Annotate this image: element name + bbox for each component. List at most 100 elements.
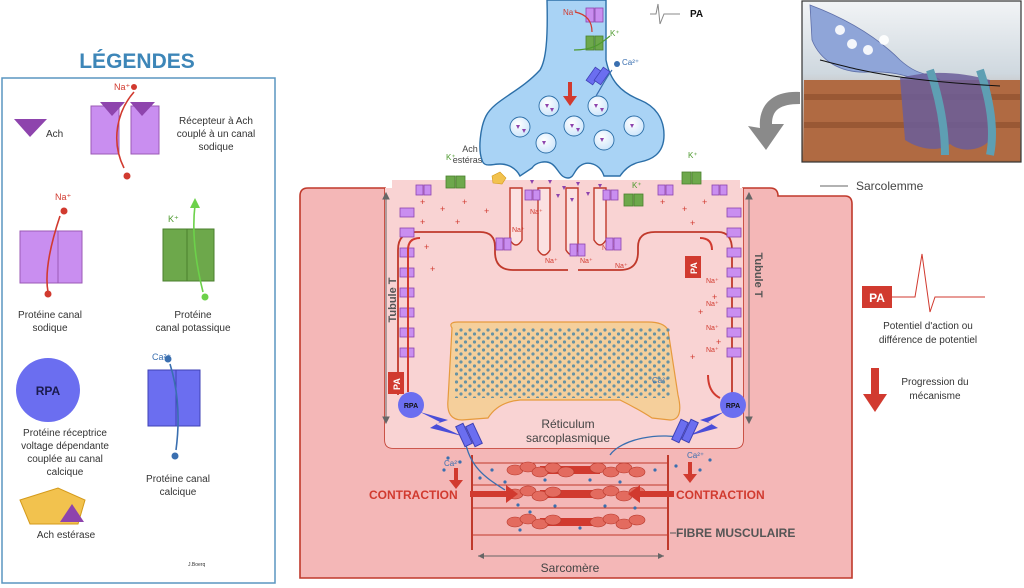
ca-channels-sr: [455, 418, 699, 448]
k-top-label: K⁺: [610, 29, 620, 38]
contraction-arrows: [470, 485, 674, 503]
potassium-channel-line2: canal potassique: [155, 323, 230, 334]
svg-text:+: +: [462, 197, 467, 207]
ca-top-label: Ca²⁺: [622, 58, 639, 67]
plus-signs: ++++ ++++ ++++ ++++: [420, 197, 721, 362]
reticulum-ca-label: Ca²⁺: [652, 376, 669, 385]
svg-text:+: +: [440, 204, 445, 214]
inset-curved-arrow: [748, 91, 800, 150]
pa-legend-label: PA: [869, 291, 885, 305]
na-cleft-4: Na⁺: [580, 258, 593, 265]
rpa-right-label: RPA: [726, 403, 740, 410]
potassium-channel-ion: K⁺: [168, 214, 179, 224]
na-right-1: Na⁺: [706, 278, 719, 285]
ach-molecules: [516, 104, 634, 202]
rpa-icon: [16, 358, 80, 422]
sodium-channel-ion: Na⁺: [55, 192, 72, 202]
na-cleft-6: Na⁺: [615, 263, 628, 270]
potassium-channel-icon: [162, 198, 215, 301]
sarcomere-scale: [478, 553, 664, 559]
rpa-right-icon: [720, 392, 746, 418]
pa-legend-badge: [862, 286, 892, 308]
sarcomere-label: Sarcomère: [541, 561, 600, 575]
sarcolemme-label: Sarcolemme: [856, 179, 924, 193]
potassium-channel-line1: Protéine: [174, 310, 212, 321]
esterase-line2: estérase: [453, 155, 488, 165]
na-cleft-3: Na⁺: [545, 258, 558, 265]
progression-legend-head: [863, 394, 887, 412]
esterase-line1: Ach: [462, 144, 478, 154]
synaptic-vesicles: [509, 95, 645, 154]
rpa-line4: calcique: [47, 467, 84, 478]
rpa-line3: couplée au canal: [27, 454, 103, 465]
calcium-channel-ion: Ca²⁺: [152, 352, 172, 362]
k-right-label: K⁺: [688, 151, 698, 160]
k-channels: [445, 171, 702, 207]
ca-right-label: Ca²⁺: [687, 451, 704, 460]
k-right2-label: K⁺: [632, 181, 642, 190]
svg-text:+: +: [702, 197, 707, 207]
pa-left-badge: [388, 372, 404, 394]
svg-text:+: +: [712, 292, 717, 302]
rpa-symbol: RPA: [36, 384, 61, 398]
legend-title: LÉGENDES: [79, 50, 195, 73]
na-cleft-1: Na⁺: [512, 227, 525, 234]
tubule-right-label: Tubule T: [752, 252, 764, 297]
sodium-channel-icon: [19, 207, 83, 298]
progression-arrow-top-shaft: [568, 82, 572, 98]
svg-text:+: +: [420, 217, 425, 227]
pa-top-label: PA: [690, 9, 703, 20]
ach-receptor-icon: [90, 84, 160, 180]
svg-text:+: +: [484, 206, 489, 216]
esterase-cleft-icon: [491, 171, 507, 185]
svg-text:+: +: [455, 217, 460, 227]
progression-legend-shaft: [871, 368, 879, 396]
calcium-ions: [442, 456, 712, 532]
progression-arrows-small: [449, 462, 697, 489]
cleft-receptors: [415, 184, 728, 257]
author-signature: J.Boerq: [188, 562, 205, 568]
receptor-line3: sodique: [198, 142, 233, 153]
pa-right-label: PA: [689, 262, 699, 274]
calcium-channel-icon: [147, 355, 201, 460]
reticulum-label-line2: sarcoplasmique: [526, 431, 610, 445]
receptor-line1: Récepteur à Ach: [179, 116, 253, 127]
na-right-4: Na⁺: [706, 347, 719, 354]
esterase-label: Ach estérase: [37, 530, 96, 541]
svg-text:+: +: [698, 307, 703, 317]
ap-flow-lines: [407, 237, 721, 399]
progression-arrow-top-head: [563, 96, 577, 106]
inset-illustration: [801, 0, 1022, 163]
na-top-label: Na⁺: [563, 8, 577, 17]
pa-legend-line2: différence de potentiel: [879, 335, 977, 346]
na-right-2: Na⁺: [706, 301, 719, 308]
svg-text:+: +: [716, 337, 721, 347]
pa-legend-line1: Potentiel d'action ou: [883, 321, 973, 332]
pa-right-badge: [685, 256, 701, 278]
progression-legend-line2: mécanisme: [909, 391, 961, 402]
svg-text:+: +: [424, 242, 429, 252]
pa-left-label: PA: [392, 378, 402, 390]
contraction-left-label: CONTRACTION: [369, 488, 458, 502]
terminal-ion-arrows: [573, 11, 613, 97]
esterase-icon: [19, 487, 86, 525]
ca-ion-top: [614, 61, 620, 67]
sodium-channel-line1: Protéine canal: [18, 310, 82, 321]
svg-text:+: +: [690, 218, 695, 228]
legend-panel: LÉGENDES Ach Na⁺ Récepteur à Ach couplé …: [1, 50, 276, 584]
contraction-right-label: CONTRACTION: [676, 488, 765, 502]
pa-legend-trace: [892, 253, 985, 313]
svg-text:+: +: [682, 204, 687, 214]
pa-top-trace: [650, 3, 680, 25]
tubule-right-channels: [726, 207, 742, 358]
tubule-left-label: Tubule T: [387, 277, 399, 322]
ach-label: Ach: [46, 129, 63, 140]
ach-triangle-icon: [14, 119, 47, 137]
svg-text:+: +: [430, 264, 435, 274]
fibre-label: FIBRE MUSCULAIRE: [676, 526, 795, 540]
calcium-channel-line2: calcique: [160, 487, 197, 498]
ca-left-label: Ca²⁺: [444, 459, 461, 468]
k-left-label: K⁺: [446, 153, 456, 162]
calcium-channel-line1: Protéine canal: [146, 474, 210, 485]
receptor-na-ion: Na⁺: [114, 82, 131, 92]
